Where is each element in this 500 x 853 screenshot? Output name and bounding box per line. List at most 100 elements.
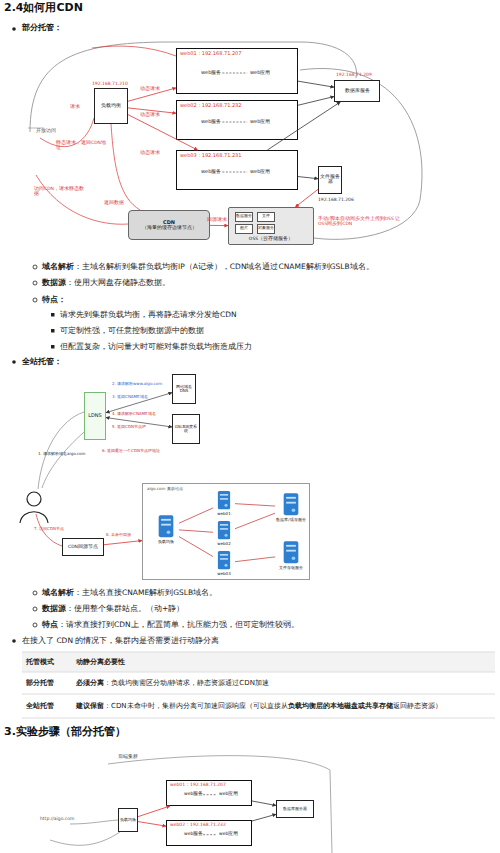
server-led — [292, 556, 296, 560]
text-line: 可定制性强，可任意控制数据源中的数据 — [60, 327, 204, 336]
text-line: 1. 请求解析域名aigo.com — [38, 452, 98, 457]
service-name: web应用 — [250, 119, 270, 125]
bullet-circle — [33, 281, 37, 285]
text-line: 7. 访问CDN节点 — [34, 527, 64, 532]
connector — [106, 393, 172, 413]
bullet-circle — [33, 591, 37, 595]
service-name: web应用 — [250, 70, 270, 76]
service-name: web服务 — [201, 169, 221, 175]
service-name: web应用 — [219, 792, 238, 797]
connector — [179, 508, 213, 523]
server-body — [284, 541, 299, 563]
node-text: 负载均衡 — [101, 103, 121, 109]
service-name: web应用 — [219, 832, 238, 837]
server-slot — [286, 545, 296, 547]
label-text: 后端集群 — [118, 754, 138, 759]
text-line: 全站托管 — [26, 702, 54, 710]
server-body — [284, 493, 299, 515]
node-web: web01：192.168.71.207web服务web应用 — [166, 780, 252, 806]
dns-response-curve — [42, 432, 84, 488]
text-line: 在接入了 CDN 的情况下，集群内是否需要进行动静分离 — [22, 637, 219, 646]
label-text: 可定制性强，可任意控制数据源中的数据 — [60, 326, 204, 335]
table-rule — [22, 672, 495, 673]
text-line: 部分托管 — [26, 679, 54, 687]
text-line: 建议保留：CDN未命中时，集群内分离可加速回源响应（可以直接从负载均衡层的本地磁… — [76, 702, 442, 710]
storage-label: OSS（云存储服务） — [229, 237, 313, 242]
access-line — [70, 820, 118, 824]
node-oss: OSS（云存储服务）数据服务文件图片对象服务 — [228, 207, 314, 245]
text-line: 5. 返回CDN节点IP — [112, 425, 146, 430]
label-text: 8. 未命中回源 — [106, 532, 131, 537]
bullet-circle — [33, 298, 37, 302]
node-web: web02：192.168.71.232web服务web应用 — [166, 820, 252, 846]
connector — [128, 108, 176, 113]
node-text: 数据服务 — [236, 215, 252, 219]
dashed-link — [167, 821, 253, 847]
label-text: 7. 访问CDN节点 — [34, 526, 64, 531]
service-name: web应用 — [250, 169, 270, 175]
node-box: CDN回源节点 — [62, 538, 104, 556]
node-server: 负载均衡 — [153, 514, 179, 544]
connector — [235, 504, 275, 506]
connector — [128, 115, 198, 150]
user-head — [27, 492, 41, 506]
bullet-dot — [12, 360, 16, 364]
label-text: 2. 请求解析www.aigo.com — [112, 381, 162, 386]
node-web: web01：192.168.71.207web服务web应用 — [176, 48, 298, 94]
node-text: LDNS — [88, 413, 102, 419]
server-icon — [213, 550, 235, 570]
connector — [104, 541, 142, 545]
label-text: 6. 返回最近一个CDN节点IP地址 — [102, 448, 160, 453]
text-line: 192.168.71.206 — [318, 197, 354, 202]
server-title: web02：192.168.71.232 — [170, 823, 226, 828]
dashed-link — [167, 781, 253, 807]
service-name: web服务 — [201, 119, 221, 125]
text-line: 8. 未命中回源 — [106, 533, 131, 538]
node-sub: 文件 — [257, 212, 275, 222]
label-text: 全站托管： — [22, 357, 62, 366]
text-line: 3.实验步骤（部分托管） — [4, 726, 126, 739]
server-icon — [213, 490, 235, 510]
text-line: 请求 — [70, 104, 80, 109]
request-curve — [111, 124, 140, 210]
label-text: 3. 返回CNAME域名 — [112, 394, 148, 399]
text-line: 手动/脚本自动同步文件上传到OSS 让OSS同步到CDN — [318, 216, 406, 226]
server-body — [159, 515, 174, 537]
label-text: 动态请求 — [140, 150, 160, 155]
label-text: 开放访问 — [36, 128, 56, 133]
text-line: 部分托管： — [22, 23, 62, 32]
label-text: 在接入了 CDN 的情况下，集群内是否需要进行动静分离 — [22, 636, 219, 645]
server-label: web03 — [207, 572, 241, 576]
server-led — [225, 504, 228, 507]
text-line: 192.168.71.210 — [92, 81, 128, 86]
text-line: 静态请求，返回CDN地址 — [56, 140, 106, 150]
server-slot — [286, 550, 296, 552]
text-line: 3. 返回CNAME域名 — [112, 395, 148, 400]
edge-label-text: 回源请求 — [207, 217, 227, 222]
label-text: 数据源 — [42, 604, 66, 613]
dashed-link-line — [203, 794, 216, 795]
node-server: web02 — [213, 520, 235, 546]
label-text: 域名解析 — [42, 588, 74, 597]
node-text: 数据库服务器 — [283, 807, 307, 811]
server-label: 文件存储服务 — [269, 566, 313, 570]
node-box: 负载均衡 — [94, 88, 128, 124]
label-text: 托管模式 — [26, 658, 54, 666]
node-box: 文件服务器 — [318, 166, 342, 194]
text-line: http://aigo.com — [40, 816, 74, 821]
text-line: 域名解析：主域名直接CNAME解析到GSLB域名。 — [42, 589, 217, 598]
label-text: 动态请求 — [140, 112, 160, 117]
server-label: web02 — [207, 542, 241, 546]
text-line: 2.4如何用CDN — [4, 2, 83, 15]
dashed-link-line — [222, 73, 247, 74]
server-slot — [286, 497, 296, 499]
text-line: 动态请求 — [140, 86, 160, 91]
server-icon-wrap — [153, 514, 179, 538]
server-led — [167, 530, 171, 534]
connector — [106, 418, 172, 427]
label-text: 特点： — [42, 295, 66, 304]
bullet-dot — [12, 27, 16, 31]
bullet-square — [51, 313, 55, 317]
